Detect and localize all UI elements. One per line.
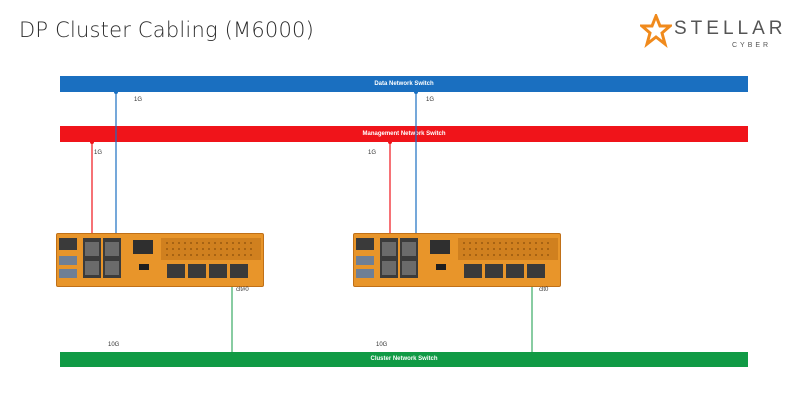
left-data-cable-endpoint [114, 90, 118, 94]
right-appliance-ports [356, 238, 558, 278]
cluster-network-switch: Cluster Network Switch [60, 352, 748, 367]
left-appliance-ports [59, 238, 261, 278]
management-network-switch: Management Network Switch [60, 126, 748, 142]
logo-subword: CYBER [732, 42, 772, 49]
stellar-cyber-logo: STELLAR CYBER [640, 12, 790, 56]
left-cluster-speed-label: 10G [108, 342, 120, 348]
right-data-cable-endpoint [414, 90, 418, 94]
right-mgmt-cable-endpoint [388, 140, 392, 144]
right-mgmt-speed-label: 1G [368, 150, 377, 156]
right-m6000-appliance [353, 233, 561, 287]
left-cluster-port-label: clt#0 [236, 287, 249, 293]
left-data-speed-label: 1G [134, 97, 143, 103]
left-mgmt-speed-label: 1G [94, 150, 103, 156]
left-m6000-appliance [56, 233, 264, 287]
right-cluster-port-label: clt0 [539, 287, 549, 293]
logo-word: STELLAR [674, 18, 787, 39]
star-logo-icon [640, 14, 672, 48]
left-mgmt-cable-endpoint [90, 140, 94, 144]
right-cluster-speed-label: 10G [376, 342, 388, 348]
right-data-speed-label: 1G [426, 97, 435, 103]
page-title: DP Cluster Cabling (M6000) [19, 18, 314, 42]
data-network-switch: Data Network Switch [60, 76, 748, 92]
